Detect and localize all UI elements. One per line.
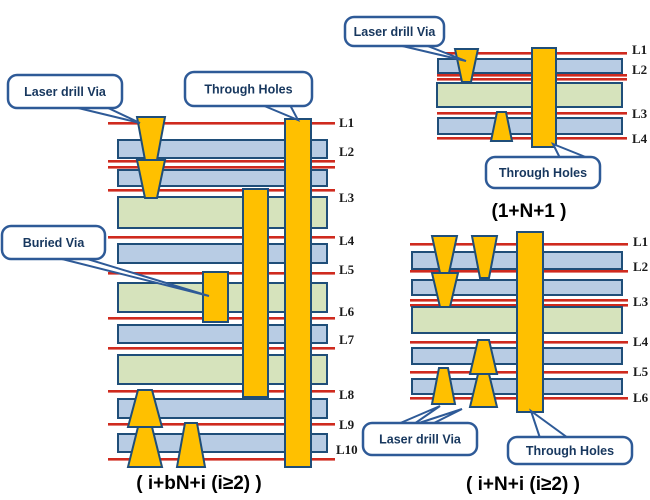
callout-label: Through Holes	[526, 444, 614, 458]
laser-via-bottom-3	[468, 373, 499, 408]
buried-via	[202, 271, 229, 323]
callout: Through Holes	[484, 142, 602, 190]
laser-via-bottom-1	[468, 339, 499, 375]
callout: Laser drill Via	[361, 405, 479, 457]
callout-bubble	[0, 224, 107, 261]
layer-label: L4	[633, 334, 649, 349]
callout-bubble	[343, 15, 446, 48]
layer-label: L1	[339, 115, 354, 130]
laser-via-top-2	[470, 235, 499, 279]
stackup-caption: ( i+N+i (i≥2) )	[466, 474, 580, 495]
layer-label: L2	[339, 144, 354, 159]
laminate-layer-bar	[117, 243, 328, 264]
laser-via-bottom-2	[126, 426, 164, 468]
callout: Laser drill Via	[343, 15, 467, 62]
layer-label: L2	[632, 62, 647, 77]
copper-layer-line	[108, 189, 335, 192]
laser-via-bottom-1	[126, 389, 164, 428]
layer-label: L8	[339, 387, 355, 402]
stackup-caption: (1+N+1 )	[492, 201, 567, 222]
layer-label: L2	[633, 259, 648, 274]
callout-bubble	[361, 421, 479, 457]
callout-label: Through Holes	[499, 166, 587, 180]
copper-layer-line	[108, 390, 335, 393]
copper-layer-line	[108, 122, 335, 125]
layer-label: L1	[632, 42, 647, 57]
copper-layer-line	[108, 423, 335, 426]
callout-label: Laser drill Via	[354, 25, 437, 39]
laser-via-bottom-3	[175, 422, 207, 468]
laminate-layer-bar	[117, 169, 328, 187]
callout-label: Laser drill Via	[24, 85, 107, 99]
laminate-layer-bar	[117, 398, 328, 419]
callout-label: Through Holes	[204, 83, 292, 97]
layer-label: L1	[633, 234, 648, 249]
laser-via-top-3	[430, 272, 460, 308]
layer-label: L6	[633, 390, 649, 405]
laminate-layer-bar	[437, 117, 623, 135]
through-hole-via	[284, 118, 312, 468]
through-hole-via	[531, 47, 557, 148]
stackup-caption: ( i+bN+i (i≥2) )	[136, 473, 262, 494]
layer-label: L5	[339, 262, 355, 277]
callout-label: Laser drill Via	[379, 433, 462, 447]
laminate-layer-bar	[117, 139, 328, 159]
core-layer-bar	[436, 82, 623, 108]
callout: Laser drill Via	[6, 73, 141, 124]
callout-label: Buried Via	[23, 236, 86, 250]
layer-label: L10	[336, 442, 358, 457]
layer-label: L6	[339, 304, 355, 319]
callout-bubble	[6, 73, 124, 110]
layer-label: L4	[339, 233, 355, 248]
copper-layer-line	[108, 160, 335, 163]
copper-layer-line	[108, 347, 335, 350]
callout-bubble	[484, 155, 602, 190]
callout-bubble	[506, 435, 634, 466]
callout-tail	[529, 408, 572, 439]
layer-label: L4	[632, 131, 648, 146]
copper-layer-line	[108, 236, 335, 239]
layer-label: L3	[339, 190, 355, 205]
laser-via-bottom-2	[430, 367, 457, 405]
inner-through-via	[242, 188, 269, 398]
laser-via-top	[453, 48, 480, 83]
laminate-layer-bar	[117, 324, 328, 344]
copper-layer-line	[108, 458, 335, 461]
callout-tail	[73, 106, 141, 124]
laser-via-top-2	[135, 159, 167, 199]
layer-label: L9	[339, 417, 355, 432]
laminate-layer-bar	[117, 433, 328, 453]
layer-label: L5	[633, 364, 649, 379]
laminate-layer-bar	[437, 58, 623, 74]
callout: Through Holes	[183, 70, 314, 122]
callout: Buried Via	[0, 224, 210, 297]
layer-label: L3	[633, 294, 649, 309]
callout: Through Holes	[506, 408, 634, 466]
layer-label: L3	[632, 106, 648, 121]
copper-layer-line	[108, 166, 335, 169]
through-hole-via	[516, 231, 544, 413]
layer-label: L7	[339, 332, 355, 347]
callout-bubble	[183, 70, 314, 108]
laser-via-bottom	[489, 111, 514, 142]
